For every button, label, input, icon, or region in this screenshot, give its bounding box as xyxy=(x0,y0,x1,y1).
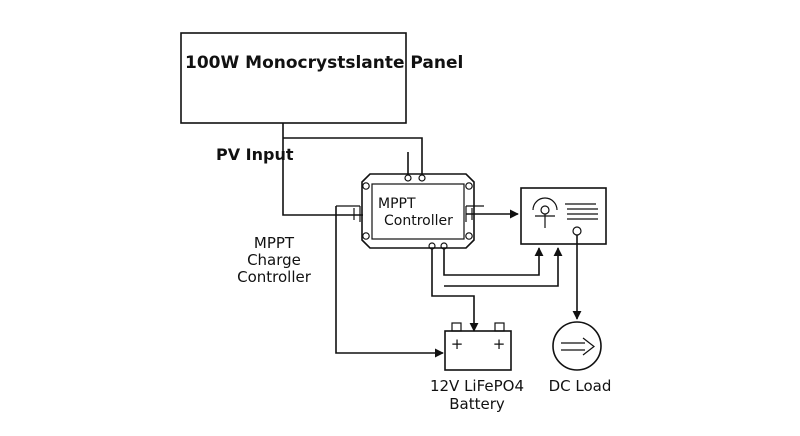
right-arrow-icon xyxy=(561,337,595,356)
battery-plus-left: + xyxy=(451,335,464,353)
battery-terminal-icon xyxy=(451,322,462,332)
mount-hole-icon xyxy=(362,182,370,190)
side-caption-line-3: Controller xyxy=(237,268,312,286)
controller-label-line-2: Controller xyxy=(384,213,453,229)
solar-panel: 100W Monocrystslante Panel xyxy=(180,32,463,124)
battery-plus-right: + xyxy=(493,335,506,353)
terminal-icon xyxy=(404,174,412,182)
mppt-controller: MPPT Controller xyxy=(336,173,484,250)
dc-load: DC Load xyxy=(549,321,612,395)
battery-label-line-2: Battery xyxy=(449,395,505,413)
battery-label-line-1: 12V LiFePO4 xyxy=(430,377,524,395)
mount-hole-icon xyxy=(362,232,370,240)
display-unit xyxy=(520,187,607,245)
panel-label: 100W Monocrystslante Panel xyxy=(185,53,463,73)
battery-terminal-icon xyxy=(494,322,505,332)
mount-hole-icon xyxy=(465,232,473,240)
dc-load-label: DC Load xyxy=(549,377,612,395)
side-caption: MPPT Charge Controller xyxy=(237,234,312,286)
text-lines-icon xyxy=(565,203,598,220)
sensor-icon xyxy=(532,197,558,228)
terminal-icon xyxy=(572,226,582,236)
battery: + + 12V LiFePO4 Battery xyxy=(430,322,524,413)
pv-input-label: PV Input xyxy=(216,145,294,164)
side-caption-line-2: Charge xyxy=(247,251,301,269)
controller-label-line-1: MPPT xyxy=(378,196,416,212)
terminal-icon xyxy=(418,174,426,182)
mount-hole-icon xyxy=(465,182,473,190)
side-caption-line-1: MPPT xyxy=(254,234,295,252)
